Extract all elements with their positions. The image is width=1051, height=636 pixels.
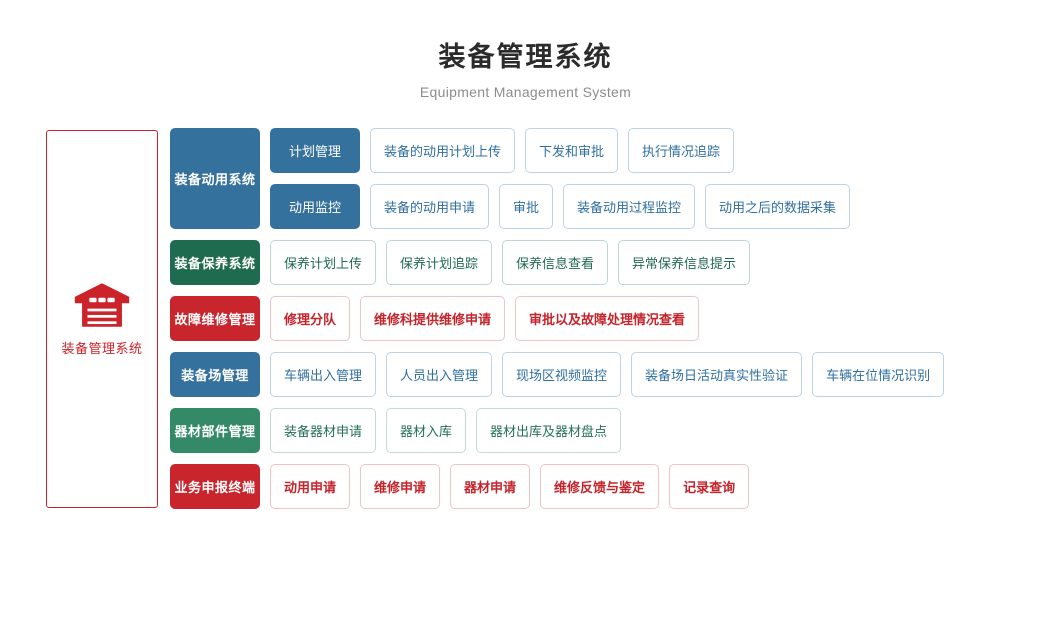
module-row: 装备保养系统保养计划上传保养计划追踪保养信息查看异常保养信息提示 (170, 240, 944, 285)
category-button[interactable]: 故障维修管理 (170, 296, 260, 341)
category-button[interactable]: 装备动用系统 (170, 128, 260, 229)
module-card[interactable]: 器材入库 (386, 408, 467, 453)
module-group-row: 动用监控装备的动用申请审批装备动用过程监控动用之后的数据采集 (270, 184, 851, 229)
system-root-panel[interactable]: 装备管理系统 (46, 130, 158, 508)
module-card[interactable]: 记录查询 (669, 464, 750, 509)
module-row: 装备动用系统计划管理装备的动用计划上传下发和审批执行情况追踪动用监控装备的动用申… (170, 128, 944, 229)
category-button[interactable]: 器材部件管理 (170, 408, 260, 453)
module-row: 故障维修管理修理分队维修科提供维修申请审批以及故障处理情况查看 (170, 296, 944, 341)
module-cards: 装备的动用计划上传下发和审批执行情况追踪 (370, 128, 735, 173)
module-cards: 修理分队维修科提供维修申请审批以及故障处理情况查看 (270, 296, 700, 341)
subgroup-button[interactable]: 计划管理 (270, 128, 360, 173)
module-groups: 车辆出入管理人员出入管理现场区视频监控装备场日活动真实性验证车辆在位情况识别 (270, 352, 945, 397)
module-card[interactable]: 人员出入管理 (386, 352, 493, 397)
module-card[interactable]: 装备的动用计划上传 (370, 128, 516, 173)
module-card[interactable]: 车辆出入管理 (270, 352, 377, 397)
warehouse-icon (74, 283, 130, 327)
module-cards: 装备的动用申请审批装备动用过程监控动用之后的数据采集 (370, 184, 851, 229)
module-card[interactable]: 修理分队 (270, 296, 351, 341)
system-root-label: 装备管理系统 (61, 341, 143, 356)
module-group-row: 装备器材申请器材入库器材出库及器材盘点 (270, 408, 622, 453)
module-card[interactable]: 装备动用过程监控 (563, 184, 696, 229)
page-header: 装备管理系统 Equipment Management System (0, 40, 1051, 101)
subgroup-button[interactable]: 动用监控 (270, 184, 360, 229)
module-card[interactable]: 保养计划追踪 (386, 240, 493, 285)
page-subtitle: Equipment Management System (419, 84, 632, 100)
module-card[interactable]: 保养信息查看 (502, 240, 609, 285)
module-groups: 保养计划上传保养计划追踪保养信息查看异常保养信息提示 (270, 240, 751, 285)
category-button[interactable]: 装备保养系统 (170, 240, 260, 285)
module-card[interactable]: 车辆在位情况识别 (812, 352, 945, 397)
module-groups: 动用申请维修申请器材申请维修反馈与鉴定记录查询 (270, 464, 750, 509)
module-groups: 修理分队维修科提供维修申请审批以及故障处理情况查看 (270, 296, 700, 341)
module-card[interactable]: 装备场日活动真实性验证 (631, 352, 803, 397)
module-cards: 车辆出入管理人员出入管理现场区视频监控装备场日活动真实性验证车辆在位情况识别 (270, 352, 945, 397)
module-card[interactable]: 维修科提供维修申请 (360, 296, 506, 341)
module-card[interactable]: 维修申请 (360, 464, 441, 509)
module-group-row: 修理分队维修科提供维修申请审批以及故障处理情况查看 (270, 296, 700, 341)
module-rows: 装备动用系统计划管理装备的动用计划上传下发和审批执行情况追踪动用监控装备的动用申… (170, 128, 945, 509)
module-card[interactable]: 下发和审批 (525, 128, 619, 173)
module-group-row: 车辆出入管理人员出入管理现场区视频监控装备场日活动真实性验证车辆在位情况识别 (270, 352, 945, 397)
module-row: 业务申报终端动用申请维修申请器材申请维修反馈与鉴定记录查询 (170, 464, 944, 509)
module-groups: 计划管理装备的动用计划上传下发和审批执行情况追踪动用监控装备的动用申请审批装备动… (270, 128, 851, 229)
module-card[interactable]: 动用申请 (270, 464, 351, 509)
module-cards: 装备器材申请器材入库器材出库及器材盘点 (270, 408, 622, 453)
module-group-row: 计划管理装备的动用计划上传下发和审批执行情况追踪 (270, 128, 850, 173)
module-card[interactable]: 异常保养信息提示 (618, 240, 751, 285)
module-group-row: 保养计划上传保养计划追踪保养信息查看异常保养信息提示 (270, 240, 751, 285)
module-card[interactable]: 审批 (499, 184, 554, 229)
module-card[interactable]: 器材申请 (450, 464, 531, 509)
module-card[interactable]: 装备器材申请 (270, 408, 377, 453)
module-card[interactable]: 装备的动用申请 (370, 184, 490, 229)
module-groups: 装备器材申请器材入库器材出库及器材盘点 (270, 408, 622, 453)
module-row: 器材部件管理装备器材申请器材入库器材出库及器材盘点 (170, 408, 944, 453)
module-cards: 动用申请维修申请器材申请维修反馈与鉴定记录查询 (270, 464, 750, 509)
category-button[interactable]: 装备场管理 (170, 352, 260, 397)
module-card[interactable]: 维修反馈与鉴定 (540, 464, 660, 509)
page-title: 装备管理系统 (438, 42, 613, 72)
module-card[interactable]: 现场区视频监控 (502, 352, 622, 397)
module-card[interactable]: 保养计划上传 (270, 240, 377, 285)
module-card[interactable]: 审批以及故障处理情况查看 (515, 296, 700, 341)
module-row: 装备场管理车辆出入管理人员出入管理现场区视频监控装备场日活动真实性验证车辆在位情… (170, 352, 945, 397)
module-cards: 保养计划上传保养计划追踪保养信息查看异常保养信息提示 (270, 240, 751, 285)
category-button[interactable]: 业务申报终端 (170, 464, 260, 509)
module-card[interactable]: 器材出库及器材盘点 (476, 408, 622, 453)
module-group-row: 动用申请维修申请器材申请维修反馈与鉴定记录查询 (270, 464, 750, 509)
module-card[interactable]: 执行情况追踪 (628, 128, 735, 173)
module-card[interactable]: 动用之后的数据采集 (705, 184, 851, 229)
